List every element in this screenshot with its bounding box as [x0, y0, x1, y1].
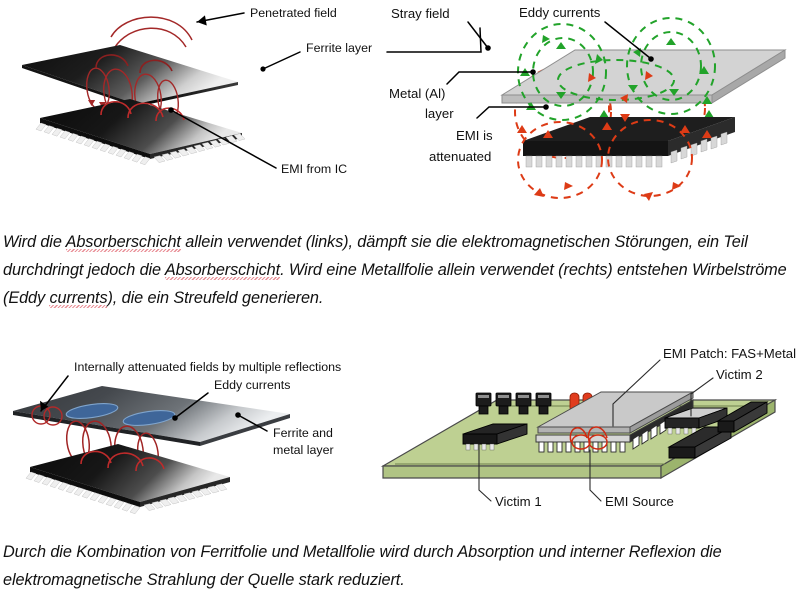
caption-1-seg-4: . Wird eine Metallfolie allein verwendet…	[3, 261, 787, 307]
panel-ferrite-and-metal: Internally attenuated fields by multiple…	[0, 338, 390, 518]
caption-2-seg-0: Durch die Kombination von Ferritfolie un…	[3, 543, 722, 589]
ic-pins-front	[35, 122, 151, 166]
label-emi-from-ic: EMI from IC	[281, 162, 347, 176]
emi-red-loops-front	[517, 119, 693, 199]
ferrite-metal-leader-line	[237, 414, 268, 432]
ic-pins-front	[525, 155, 663, 168]
caption-paragraph-2: Durch die Kombination von Ferritfolie un…	[3, 538, 793, 594]
panel-metal-foil-only: Stray field Eddy currents Metal (Al) lay…	[385, 0, 800, 218]
label-ferrite-metal-line2: metal layer	[273, 443, 334, 457]
ic-package	[523, 117, 735, 168]
pcb-illustration: EMI Patch: FAS+Metal Victim 2 Victim 1 E…	[380, 346, 796, 509]
stray-field-anchor	[485, 45, 491, 51]
ferrite-metal-illustration: Internally attenuated fields by multiple…	[13, 360, 341, 515]
label-emi-attenuated-line2: attenuated	[429, 149, 491, 164]
emi-arrowheads-red	[517, 71, 712, 201]
ic-pins-front	[538, 441, 626, 453]
label-victim-2: Victim 2	[716, 367, 763, 382]
emi-source-loops	[569, 426, 608, 450]
metal-al-plate	[500, 49, 787, 104]
label-ferrite-metal-line1: Ferrite and	[273, 426, 333, 440]
emi-source-leader-line	[589, 449, 602, 502]
caption-1-seg-0: Wird die	[3, 233, 66, 251]
emi-patch-leader-line	[612, 359, 661, 427]
caption-1-seg-1-spellcheck: Absorberschicht	[65, 233, 181, 251]
emi-source-ic	[535, 391, 695, 453]
caption-1-seg-3-spellcheck: Absorberschicht	[164, 261, 281, 279]
label-penetrated-field-leader	[196, 12, 245, 26]
panel-absorber-only: Penetrated field Ferrite layer EMI from …	[0, 0, 390, 218]
field-loops-in-ferrite	[95, 54, 173, 74]
label-ferrite-layer-leader	[260, 51, 301, 72]
emi-attenuated-leader-line	[476, 106, 545, 119]
eddy-currents-leader-line	[604, 21, 651, 59]
internal-attenuation-arrowhead	[40, 400, 49, 411]
label-emi-patch: EMI Patch: FAS+Metal	[663, 346, 796, 361]
caption-paragraph-1: Wird die Absorberschicht allein verwende…	[3, 228, 793, 312]
transistor-components	[475, 392, 552, 415]
eddy-arrowheads-green	[520, 35, 714, 118]
ic-package	[35, 99, 246, 166]
penetrated-field-arcs	[110, 16, 193, 48]
ic-pins-front	[25, 471, 141, 515]
panel-pcb-application: EMI Patch: FAS+Metal Victim 2 Victim 1 E…	[375, 338, 800, 518]
eddy-currents-blue	[65, 403, 176, 426]
emi-emission-loops	[80, 450, 165, 472]
caption-1-seg-5-spellcheck: currents	[49, 289, 108, 307]
ic-pins-right	[153, 133, 246, 163]
metal-layer-anchor	[530, 69, 536, 75]
label-stray-field-leader	[386, 27, 482, 53]
ferrite-metal-anchor	[235, 412, 241, 418]
label-metal-al-layer-line1: Metal (Al)	[389, 86, 445, 101]
label-metal-al-layer-line2: layer	[425, 106, 454, 121]
absorber-only-illustration: Penetrated field Ferrite layer EMI from …	[22, 6, 372, 176]
metal-foil-illustration: Stray field Eddy currents Metal (Al) lay…	[386, 5, 787, 201]
eddy-currents-anchor	[648, 56, 654, 62]
victim-2-leader-line	[690, 377, 714, 417]
victim-1-component	[462, 423, 528, 451]
emi-attenuated-anchor	[543, 104, 549, 110]
label-victim-1: Victim 1	[495, 494, 542, 509]
stray-field-leader-line	[467, 21, 489, 49]
label-emi-source: EMI Source	[605, 494, 674, 509]
victim-1-leader-line	[478, 443, 492, 502]
label-eddy-currents: Eddy currents	[519, 5, 601, 20]
label-emi-from-ic-leader	[168, 107, 277, 169]
metal-layer-leader-line	[446, 71, 532, 85]
caption-1-seg-6: ), die ein Streufeld generieren.	[107, 289, 324, 307]
eddy-currents-anchor	[172, 415, 178, 421]
label-penetrated-field: Penetrated field	[250, 6, 337, 20]
ic-package	[25, 444, 230, 515]
label-ferrite-layer: Ferrite layer	[306, 41, 372, 55]
ic-pins-right	[143, 483, 228, 511]
label-internal-attenuation: Internally attenuated fields by multiple…	[74, 360, 341, 374]
caption-1-seg-2: allein verwendet (links), dämpft sie die…	[3, 233, 748, 279]
right-connectors	[667, 401, 769, 459]
ferrite-layer-plate	[22, 45, 238, 107]
label-stray-field: Stray field	[391, 6, 450, 21]
ic-pins-right	[670, 131, 728, 164]
eddy-currents-leader-line	[174, 392, 209, 419]
label-eddy-currents: Eddy currents	[214, 378, 290, 392]
label-emi-attenuated-line1: EMI is	[456, 128, 493, 143]
